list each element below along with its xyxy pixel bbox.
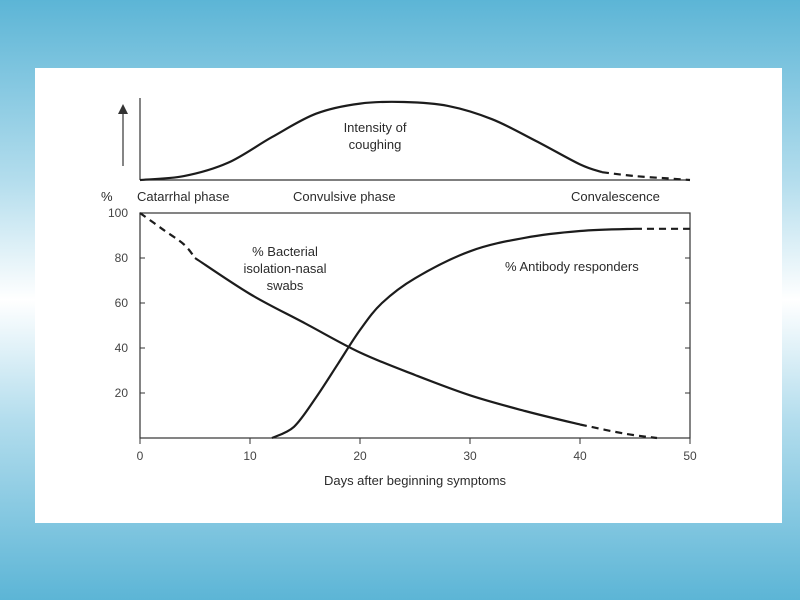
x-tick-label: 20 xyxy=(353,449,367,463)
y-tick-label: 80 xyxy=(115,251,129,265)
y-ticks: 20 40 60 80 100 xyxy=(108,206,690,400)
plot-frame xyxy=(139,212,691,439)
cough-label-line1: Intensity of xyxy=(344,120,407,135)
y-tick-label: 100 xyxy=(108,206,128,220)
bacterial-line xyxy=(194,257,581,426)
x-tick-label: 10 xyxy=(243,449,257,463)
phase-convalescence: Convalescence xyxy=(571,189,660,204)
arrow-head-icon xyxy=(118,104,128,114)
cough-label-line2: coughing xyxy=(349,137,402,152)
slide-panel: Intensity of coughing Catarrhal phase Co… xyxy=(35,68,782,523)
cough-curve xyxy=(139,100,603,182)
bacterial-line-dashed-end xyxy=(579,423,658,440)
main-chart: % 20 40 60 80 100 0 10 20 30 40 50 % Bacterial is… xyxy=(101,189,697,488)
bacterial-label-line2: isolation-nasal xyxy=(243,261,326,276)
y-tick-label: 40 xyxy=(115,341,129,355)
phase-catarrhal: Catarrhal phase xyxy=(137,189,230,204)
y-tick-label: 20 xyxy=(115,386,129,400)
series-layer xyxy=(139,212,690,440)
cough-curve-dashed xyxy=(601,171,691,182)
bacterial-label-line3: swabs xyxy=(267,278,304,293)
chart: Intensity of coughing Catarrhal phase Co… xyxy=(101,98,697,488)
cough-panel: Intensity of coughing Catarrhal phase Co… xyxy=(118,98,691,204)
x-axis-label: Days after beginning symptoms xyxy=(324,473,507,488)
phase-convulsive: Convulsive phase xyxy=(293,189,396,204)
y-tick-label: 60 xyxy=(115,296,129,310)
antibody-line xyxy=(271,227,636,440)
x-ticks: 0 10 20 30 40 50 xyxy=(137,438,697,463)
x-tick-label: 0 xyxy=(137,449,144,463)
x-tick-label: 40 xyxy=(573,449,587,463)
x-tick-label: 30 xyxy=(463,449,477,463)
x-tick-label: 50 xyxy=(683,449,697,463)
y-unit-label: % xyxy=(101,189,113,204)
bacterial-label-line1: % Bacterial xyxy=(252,244,318,259)
antibody-label: % Antibody responders xyxy=(505,259,639,274)
bacterial-line-dashed-start xyxy=(139,212,196,259)
